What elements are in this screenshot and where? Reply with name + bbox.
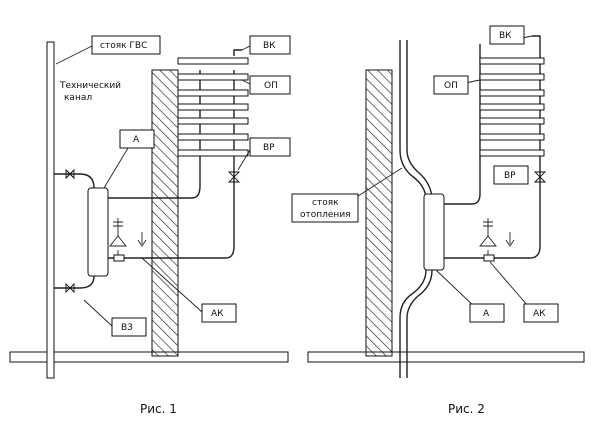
radiator-towel-rail: [177, 57, 249, 157]
wall-hatched-2: [365, 69, 393, 357]
unit-a-body: [87, 187, 109, 277]
label-vr-2: ВР: [504, 171, 516, 181]
regulating-valve-icon-2: [533, 171, 547, 183]
air-vent-valve-icon-2: [479, 218, 515, 262]
figure-2: ВК ОП ВР стояк отопления А АК Рис. 2: [291, 25, 585, 416]
label-op: ОП: [264, 81, 278, 91]
leader-vz: [83, 299, 113, 327]
label-box-vr: [249, 137, 291, 157]
floor-slab-2: [307, 351, 585, 363]
label-box-vr-2: [493, 165, 529, 185]
figure-2-caption: Рис. 2: [448, 402, 485, 416]
label-box-vk-2: [489, 25, 525, 45]
label-box-vk: [249, 35, 291, 55]
figure-1-caption: Рис. 1: [140, 402, 177, 416]
label-ak: АК: [211, 309, 224, 319]
leader-vk: [241, 45, 251, 51]
label-vk: ВК: [263, 41, 276, 51]
vent-cap-pipe: [233, 49, 242, 56]
supply-pipe-2: [444, 44, 481, 205]
hot-water-riser: [46, 41, 55, 379]
regulating-valve-icon: [227, 171, 241, 183]
air-vent-valve-icon: [109, 218, 147, 262]
riser-label-2-line1: стояк: [312, 198, 339, 208]
riser-label: стояк ГВС: [100, 41, 147, 51]
label-box-riser: [91, 35, 161, 55]
leader-ak: [141, 257, 203, 313]
supply-pipe-through-wall: [108, 70, 201, 199]
riser-label-2-line2: отопления: [300, 210, 351, 220]
leader-a: [103, 147, 129, 189]
label-vz: ВЗ: [121, 323, 133, 333]
lower-branch-pipe: [54, 275, 95, 289]
leader-ak-2: [489, 261, 529, 307]
label-box-ak: [201, 303, 237, 323]
radiator-towel-rail-2: [479, 57, 545, 157]
leader-riser-2: [357, 167, 403, 197]
leader-op: [241, 79, 251, 85]
return-pipe-through-wall: [108, 70, 235, 259]
label-vr: ВР: [263, 143, 275, 153]
label-box-ak-2: [523, 303, 559, 323]
upper-branch-pipe: [54, 173, 95, 189]
wall-hatched: [151, 69, 179, 357]
label-box-op-2: [433, 75, 469, 95]
vent-cap-pipe-2: [532, 35, 541, 44]
lower-valve-icon: [65, 282, 75, 294]
label-box-a: [119, 129, 155, 149]
floor-slab: [9, 351, 289, 363]
label-box-op: [249, 75, 291, 95]
heating-riser-2: [399, 40, 433, 378]
label-vk-2: ВК: [499, 31, 512, 41]
leader-riser: [55, 45, 93, 65]
label-a-2: А: [483, 309, 490, 319]
channel-label-2: канал: [64, 93, 92, 103]
label-box-riser-2: [291, 193, 359, 223]
label-box-a-2: [469, 303, 505, 323]
leader-a-2: [435, 269, 479, 311]
channel-label-1: Технический: [59, 81, 121, 91]
return-pipe-2: [444, 44, 541, 259]
label-a: А: [133, 135, 140, 145]
unit-a-body-2: [423, 193, 445, 271]
upper-valve-icon: [65, 168, 75, 180]
label-ak-2: АК: [533, 309, 546, 319]
label-box-vz: [111, 317, 147, 337]
figure-1: стояк ГВС Технический канал ВК ОП ВР А А…: [9, 35, 291, 416]
leader-vr: [237, 149, 251, 171]
label-op-2: ОП: [444, 81, 458, 91]
